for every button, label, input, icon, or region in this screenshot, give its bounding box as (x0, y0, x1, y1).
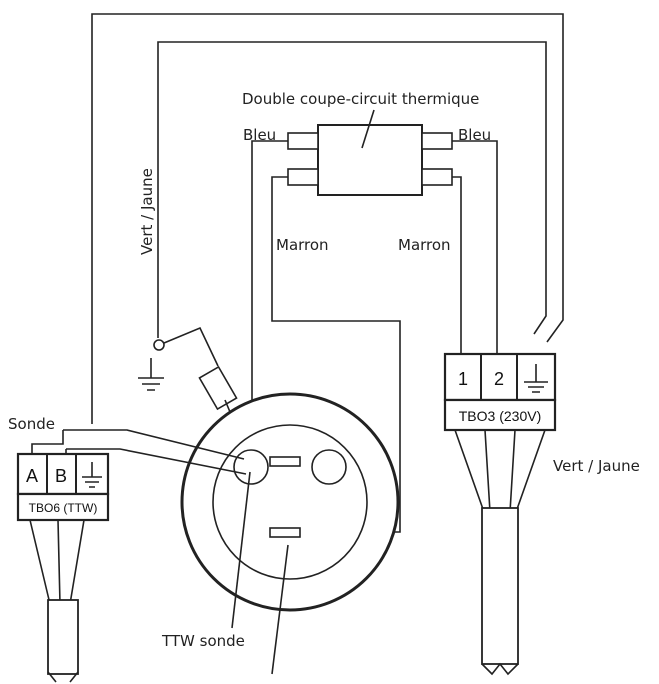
tbo3-terminal-2: 2 (494, 369, 504, 389)
outer-earth-wire (91, 13, 564, 424)
tbo6-cable-end (47, 671, 79, 683)
tbo6-terminal-a: A (26, 466, 38, 486)
element-terminal-bottom (269, 527, 301, 538)
thermal-cutout-label: Double coupe-circuit thermique (242, 90, 479, 108)
earth-terminal (153, 339, 165, 351)
probe-leader-ttw (231, 471, 251, 629)
probe-cable-lower (66, 448, 247, 475)
probe-label: Sonde (8, 415, 55, 433)
probe-well (233, 449, 269, 485)
tbo3-cable-fan (454, 429, 546, 513)
earth-symbol-tbo3 (524, 364, 548, 393)
tbo3-supply-cable (481, 507, 519, 665)
element-leader (271, 544, 289, 675)
blue-label-left: Bleu (243, 126, 276, 144)
earth-symbol-left (138, 358, 164, 391)
tbo6-title: TBO6 (TTW) (29, 501, 98, 515)
brown-label-left: Marron (276, 236, 329, 254)
tbo3-terminal-1: 1 (458, 369, 468, 389)
green-yellow-label-left: Vert / Jaune (138, 168, 156, 255)
earth-lead (163, 326, 219, 367)
element-terminal-top (269, 456, 301, 467)
brown-wire-right (448, 176, 462, 354)
green-yellow-label-right: Vert / Jaune (553, 457, 640, 475)
tbo6-cable-fan (29, 519, 85, 605)
thermal-cutout-body (317, 124, 423, 196)
cutout-tab-top-right (421, 132, 453, 150)
inner-earth-wire (157, 41, 547, 338)
tbo6-cable (47, 599, 79, 675)
cutout-label-leader (361, 109, 375, 149)
cutout-tab-bottom-right (421, 168, 453, 186)
probe-cable-upper (63, 429, 245, 460)
blue-wire-right (448, 140, 498, 354)
tbo6-terminal-b: B (55, 466, 67, 486)
tbo3-terminal-block (443, 352, 557, 432)
spare-well (311, 449, 347, 485)
cutout-tab-bottom-left (287, 168, 319, 186)
cutout-tab-top-left (287, 132, 319, 150)
heater-earth-connector (198, 365, 238, 411)
tbo6-terminal-block (16, 452, 110, 522)
ttw-probe-label: TTW sonde (161, 632, 245, 650)
blue-wire-left (251, 140, 288, 462)
earth-symbol-tbo6 (82, 462, 102, 488)
probe-wire-a (31, 430, 64, 454)
brown-label-right: Marron (398, 236, 451, 254)
heater-flange (180, 392, 400, 612)
blue-label-right: Bleu (458, 126, 491, 144)
heater-flange-inner (212, 424, 368, 580)
tbo3-title: TBO3 (230V) (459, 408, 541, 424)
tbo3-cable-end (481, 662, 519, 676)
